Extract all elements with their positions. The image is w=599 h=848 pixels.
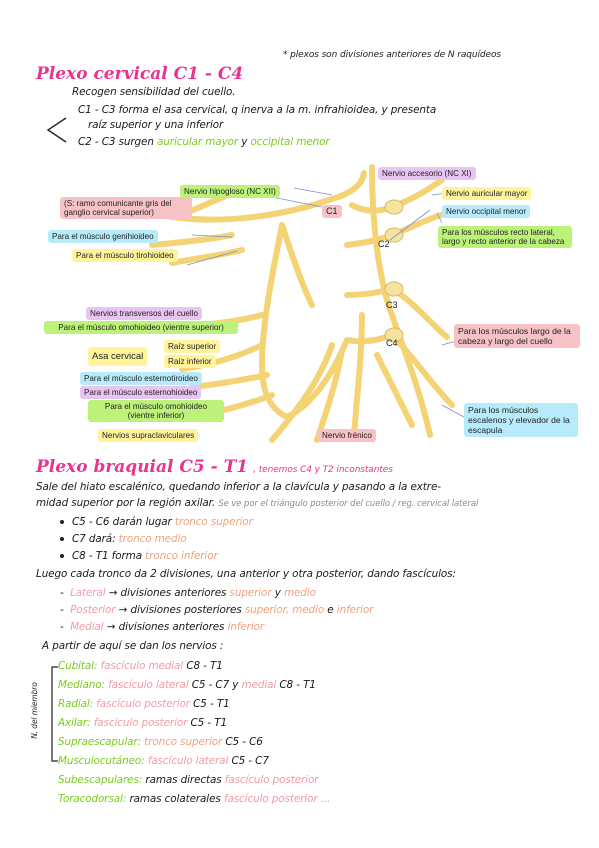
label-asa-cervical: Asa cervical bbox=[88, 347, 148, 367]
label-auricular: Nervio auricular mayor bbox=[442, 187, 532, 201]
label-esternotiroideo: Para el músculo esternotiroideo bbox=[80, 372, 202, 386]
label-omohioideo-inf: Para el músculo omohioideo (vientre infe… bbox=[88, 400, 224, 423]
bullet-icon bbox=[60, 520, 64, 524]
label-c1: C1 bbox=[322, 205, 342, 219]
nerve-subescapulares: Subescapulares: ramas directas fascículo… bbox=[58, 774, 319, 786]
bullet-icon bbox=[60, 537, 64, 541]
nerve-supraescapular: Supraescapular: tronco superior C5 - C6 bbox=[58, 736, 263, 748]
label-transversos: Nervios transversos del cuello bbox=[86, 307, 202, 321]
braquial-p3: A partir de aquí se dan los nervios : bbox=[42, 640, 224, 652]
label-escalenos: Para los músculos escalenos y elevador d… bbox=[464, 403, 578, 437]
label-accesorio: Nervio accesorio (NC XI) bbox=[378, 167, 476, 181]
top-note: * plexos son divisiones anteriores de N … bbox=[283, 50, 501, 60]
nerve-toracodorsal: Toracodorsal: ramas colaterales fascícul… bbox=[58, 793, 331, 805]
braquial-p2: Luego cada tronco da 2 divisiones, una a… bbox=[36, 568, 456, 580]
label-supraclaviculares: Nervios supraclaviculares bbox=[98, 429, 199, 443]
side-label: N. del miembro bbox=[29, 682, 39, 739]
label-frenico: Nervio frénico bbox=[318, 429, 376, 443]
bracket-icon bbox=[44, 116, 70, 144]
nerve-radial: Radial: fascículo posterior C5 - T1 bbox=[58, 698, 230, 710]
nerve-musculocutaneo: Musculocutáneo: fascículo lateral C5 - C… bbox=[58, 755, 269, 767]
cervical-title: Plexo cervical C1 - C4 bbox=[36, 64, 244, 84]
cervical-plexus-diagram: Nervio hipogloso (NC XII) (S: ramo comun… bbox=[32, 155, 580, 452]
label-c2: C2 bbox=[378, 239, 390, 249]
braquial-heading: Plexo braquial C5 - T1 , tenemos C4 y T2… bbox=[36, 457, 393, 477]
cervical-line1: Recogen sensibilidad del cuello. bbox=[72, 86, 236, 98]
label-ramo-comunicante: (S: ramo comunicante gris del ganglio ce… bbox=[60, 197, 192, 220]
braquial-p1a: Sale del hiato escalénico, quedando infe… bbox=[36, 481, 441, 493]
nerve-axilar: Axilar: fascículo posterior C5 - T1 bbox=[58, 717, 227, 729]
nerve-mediano: Mediano: fascículo lateral C5 - C7 y med… bbox=[58, 679, 316, 691]
label-c4: C4 bbox=[386, 338, 398, 348]
bullet-c8t1: C8 - T1 forma tronco inferior bbox=[60, 550, 218, 562]
label-raiz-inferior: Raíz inferior bbox=[164, 355, 216, 369]
fasciculo-posterior: - Posterior → divisiones posteriores sup… bbox=[60, 604, 374, 616]
nerve-cubital: Cubital: fascículo medial C8 - T1 bbox=[58, 660, 223, 672]
label-tirohioideo: Para el músculo tirohioideo bbox=[72, 249, 178, 263]
label-occipital: Nervio occipital menor bbox=[442, 205, 531, 219]
label-recto: Para los músculos recto lateral, largo y… bbox=[438, 226, 572, 249]
label-omohioideo-sup: Para el músculo omohioideo (vientre supe… bbox=[44, 321, 238, 335]
braquial-title: Plexo braquial C5 - T1 bbox=[36, 457, 249, 477]
label-esternohioideo: Para el músculo esternohioideo bbox=[80, 386, 202, 400]
fasciculo-lateral: - Lateral → divisiones anteriores superi… bbox=[60, 587, 316, 599]
bullet-c7: C7 dará: tronco medio bbox=[60, 533, 187, 545]
label-genihioideo: Para el músculo genihioideo bbox=[48, 230, 158, 244]
label-raiz-superior: Raíz superior bbox=[164, 340, 221, 354]
fasciculo-medial: - Medial → divisiones anteriores inferio… bbox=[60, 621, 265, 633]
bullet-icon bbox=[60, 554, 64, 558]
nerve-list-bracket bbox=[32, 664, 62, 764]
cervical-line3: raíz superior y una inferior bbox=[88, 119, 224, 131]
bullet-c5c6: C5 - C6 darán lugar tronco superior bbox=[60, 516, 253, 528]
cervical-line4: C2 - C3 surgen auricular mayor y occipit… bbox=[78, 136, 330, 148]
label-c3: C3 bbox=[386, 300, 398, 310]
label-largo: Para los músculos largo de la cabeza y l… bbox=[454, 324, 580, 348]
label-hipogloso: Nervio hipogloso (NC XII) bbox=[180, 185, 280, 199]
braquial-p1b-line: midad superior por la región axilar. Se … bbox=[36, 497, 479, 509]
cervical-line2: C1 - C3 forma el asa cervical, q inerva … bbox=[78, 104, 437, 116]
braquial-title-note: , tenemos C4 y T2 inconstantes bbox=[253, 465, 393, 475]
